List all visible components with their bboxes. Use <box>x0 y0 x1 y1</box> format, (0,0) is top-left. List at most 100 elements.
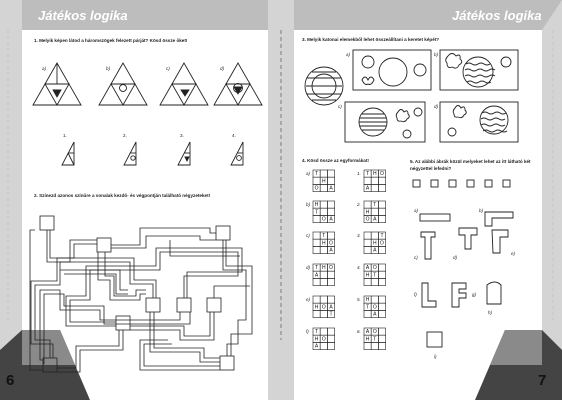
q4-right-grid-cell <box>378 215 386 223</box>
q4-left-grid-cell <box>327 246 335 254</box>
q4-left-grid-cell <box>319 207 328 216</box>
q4-left-grid-letter: H <box>315 336 319 342</box>
q3-frame-c[interactable] <box>344 101 426 143</box>
q4-right-grid-cell <box>370 231 379 240</box>
q4-left-grid-cell <box>327 207 335 216</box>
q2-instruction: 2. Színezd azonos színűre a vonalak kezd… <box>34 193 211 198</box>
q4-left-grid-letter: A <box>329 304 333 310</box>
svg-text:i): i) <box>434 354 437 359</box>
label-d: d) <box>220 66 225 71</box>
q5-instruction: 5. Az alábbi ábrák közül melyeket lehet … <box>410 159 531 171</box>
q4-right-grid-letter: A <box>373 217 377 223</box>
shape-a[interactable] <box>419 213 451 222</box>
q4-right-grid-cell <box>363 278 372 286</box>
q4-right-grid-letter: T <box>373 272 376 278</box>
q4-left-grid-cell <box>327 342 335 350</box>
q4-left-grid-cell <box>319 270 328 279</box>
q3-frame-d[interactable] <box>439 101 519 143</box>
q4-left-grid-letter: T <box>315 265 318 271</box>
q4-left-grid-label: f) <box>306 329 309 334</box>
q4-left-grid-cell <box>327 176 335 185</box>
q4-left-grid-label: a) <box>306 171 311 176</box>
q4-right-grid-letter: T <box>380 233 383 239</box>
maze-square[interactable] <box>176 297 192 313</box>
maze-square[interactable] <box>145 297 161 313</box>
q4-right-grid-letter: T <box>373 336 376 342</box>
q4-left-grid-letter: T <box>322 233 325 239</box>
q4-right-grid-cell <box>378 200 386 209</box>
q4-right-grid-label: 5. <box>357 297 361 302</box>
q4-right-grid-cell <box>370 176 379 185</box>
triangle-d <box>213 62 263 106</box>
q4-right-grid-cell <box>363 231 372 240</box>
svg-text:a): a) <box>346 52 351 57</box>
maze-square[interactable] <box>215 225 231 241</box>
q4-left-grid-cell <box>312 215 321 223</box>
q4-left-grid-letter: O <box>315 186 319 192</box>
q5-shapes <box>412 179 514 348</box>
q4-right-grid-cell <box>370 184 379 192</box>
q4-right-grid-label: 4. <box>357 265 361 270</box>
maze-square[interactable] <box>206 297 222 313</box>
q4-left-grid-cell <box>312 238 321 247</box>
q4-right-grid-letter: O <box>373 265 377 271</box>
maze-square[interactable] <box>96 237 112 253</box>
q4-left-grid-cell <box>319 327 328 336</box>
svg-text:a): a) <box>414 208 419 213</box>
svg-text:e): e) <box>511 251 516 256</box>
q4-left-grid-label: e) <box>306 297 311 302</box>
q4-right-grid-cell <box>363 176 372 185</box>
left-margin-panel <box>0 0 22 400</box>
q4-left-grid-label: b) <box>306 202 311 207</box>
svg-text:b): b) <box>434 52 439 57</box>
q4-right-grid-letter: T <box>366 304 369 310</box>
maze-square[interactable] <box>219 355 235 371</box>
q3-frame-pictures <box>304 49 519 143</box>
right-header-band <box>294 0 562 30</box>
left-page-header: Játékos logika <box>38 8 128 23</box>
shape-f[interactable] <box>421 282 437 308</box>
q4-left-grid-cell <box>312 246 321 254</box>
shape-g[interactable] <box>451 282 467 308</box>
shape-h[interactable] <box>486 281 502 305</box>
q3-frame-b[interactable] <box>439 49 519 91</box>
q4-left-grid-cell <box>319 278 328 286</box>
q4-left-grid-label: d) <box>306 265 311 270</box>
q4-right-grid-cell <box>378 270 386 279</box>
q4-left-grid-cell <box>327 231 335 240</box>
shape-b[interactable] <box>484 211 514 227</box>
maze-square[interactable] <box>39 215 55 231</box>
q4-left-grid-cell <box>327 169 335 178</box>
q4-right-grid-label: 3. <box>357 233 361 238</box>
maze-square[interactable] <box>115 315 131 331</box>
triangle-a <box>32 62 82 106</box>
q4-left-grid-letter: O <box>329 265 333 271</box>
q3-target-circle <box>304 66 344 106</box>
q4-right-grid-label: 1. <box>357 171 361 176</box>
shape-e[interactable] <box>491 229 509 254</box>
q2-maze <box>29 215 253 373</box>
left-header-band <box>0 0 268 30</box>
q4-left-grid-cell <box>312 295 321 304</box>
q4-left-grid-letter: T <box>315 329 318 335</box>
shape-c[interactable] <box>420 231 436 260</box>
q4-left-grid-cell <box>319 200 328 209</box>
q4-left-grid-letter: H <box>315 304 319 310</box>
q4-right-grid-letter: O <box>380 171 384 177</box>
q4-right-grid-cell <box>370 342 379 350</box>
q4-left-grid-cell <box>327 270 335 279</box>
q4-right-grid-letter: H <box>373 171 377 177</box>
q4-right-grid-cell <box>370 207 379 216</box>
q4-left-grid-letter: H <box>322 240 326 246</box>
shape-i[interactable] <box>426 331 443 348</box>
left-page <box>22 0 268 400</box>
q4-left-grid-letter: T <box>315 209 318 215</box>
shape-d[interactable] <box>458 227 478 250</box>
q4-left-grid-letter: T <box>329 312 332 318</box>
q4-right-grid-letter: A <box>373 248 377 254</box>
svg-text:c): c) <box>338 104 342 109</box>
q4-right-grid-letter: H <box>366 297 370 303</box>
q1-instruction: 1. Melyik képen látod a háromszögek fele… <box>34 38 188 43</box>
q3-frame-a[interactable] <box>352 49 432 91</box>
